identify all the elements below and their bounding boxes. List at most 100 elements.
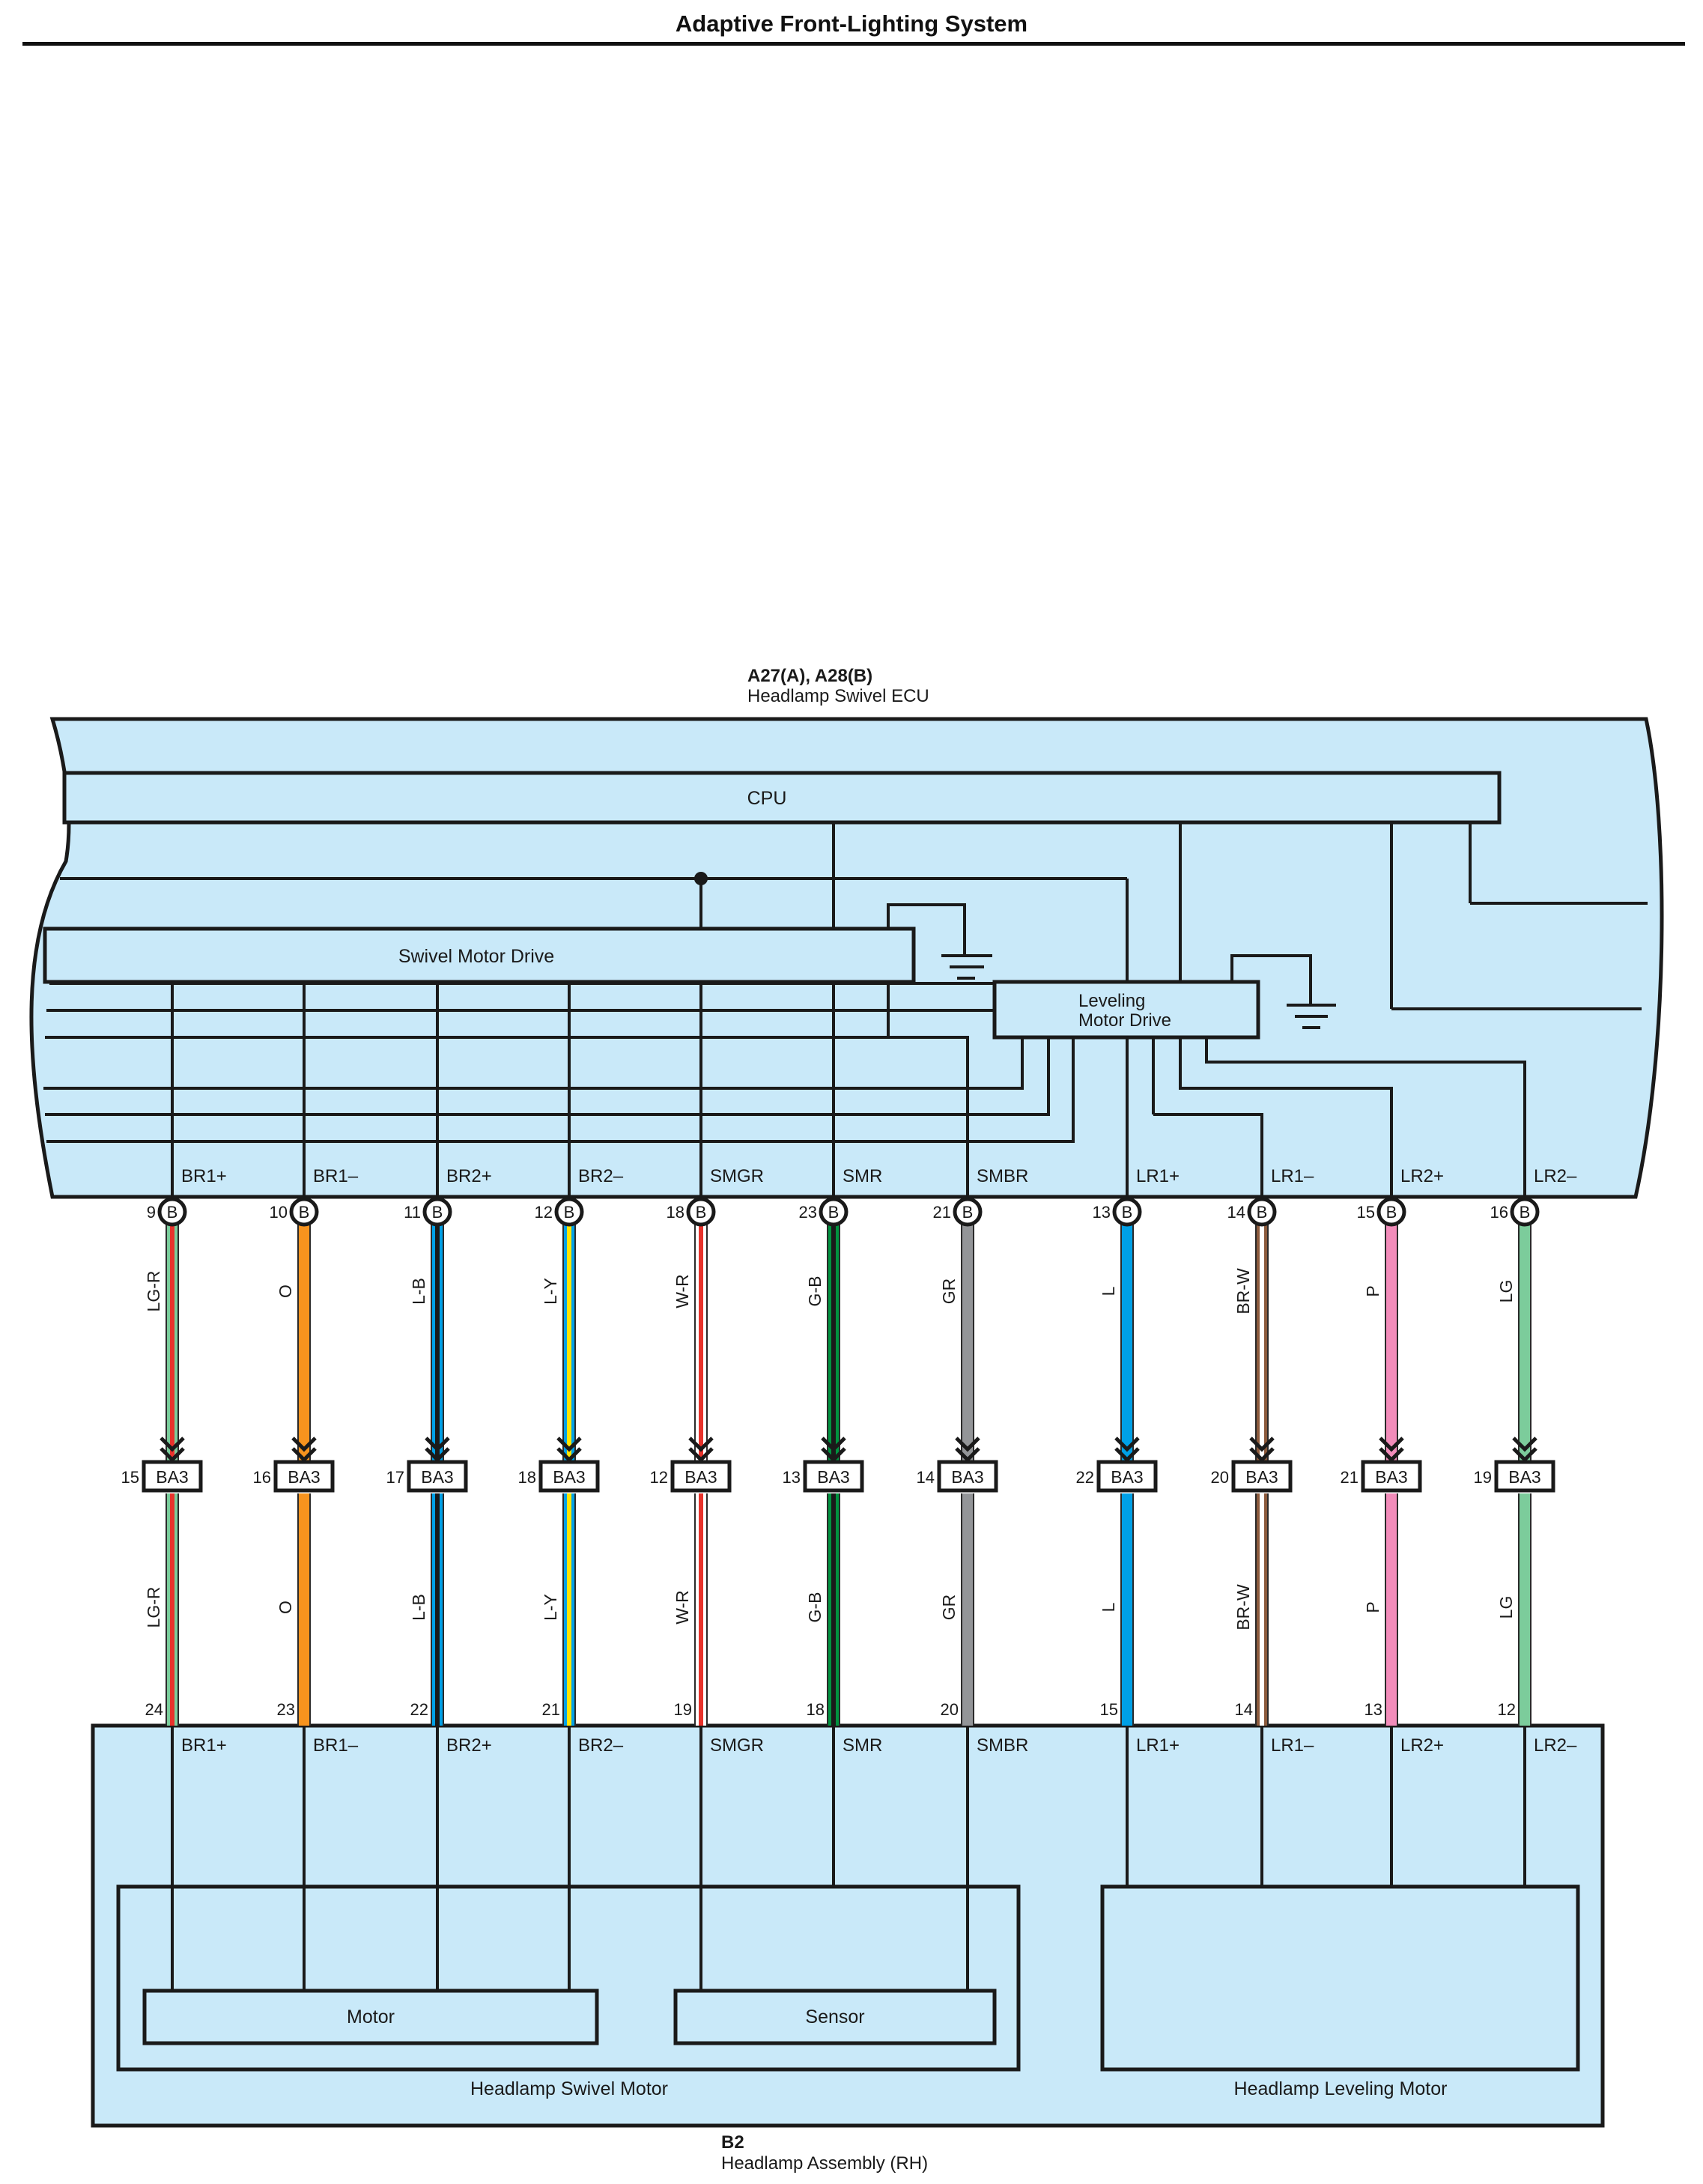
leveling-motor-drive-label-1: Leveling (1078, 991, 1145, 1011)
circuit-lr2-plus-wire-upper-color (1386, 1222, 1397, 1474)
circuit-br2-plus-wire-code-lower: L-B (409, 1594, 428, 1621)
cpu-block (62, 771, 1502, 825)
circuit-lr1-minus-ecu-pin-number: 14 (1227, 1203, 1245, 1222)
circuit-lr2-plus-ecu-pin-number: 15 (1357, 1203, 1375, 1222)
circuit-lr1-plus-junction-box (1096, 1460, 1158, 1493)
circuit-lr2-plus-junction-box (1361, 1460, 1422, 1493)
circuit-br1-plus-ecu-signal-label: BR1+ (181, 1166, 227, 1186)
circuit-br1-plus-ecu-pin-circle (157, 1197, 187, 1227)
circuit-br2-minus-wire-upper-stripe-color (567, 1222, 571, 1474)
circuit-br2-plus-ecu-pin-circle (422, 1197, 452, 1227)
headlamp-leveling-motor-label: Headlamp Leveling Motor (1234, 2078, 1448, 2099)
circuit-smr-wire-code-upper: G-B (805, 1276, 825, 1307)
headlamp-leveling-motor-box (1100, 1884, 1580, 2072)
circuit-br1-minus-ecu-pin-circle (289, 1197, 319, 1227)
circuit-br2-minus-assembly-signal-label: BR2– (578, 1735, 624, 1756)
circuit-smgr-ecu-pin-number: 18 (667, 1203, 684, 1222)
circuit-br1-minus-ecu-pin-number: 10 (270, 1203, 288, 1222)
circuit-br1-plus-wire-code-lower: LG-R (144, 1587, 163, 1628)
circuit-br1-minus-assembly-signal-label: BR1– (313, 1735, 359, 1756)
circuit-smbr-connector-chevron (955, 1437, 980, 1463)
circuit-lr2-minus-ecu-pin-tag: B (1520, 1203, 1531, 1222)
circuit-br1-minus-junction-box (273, 1460, 335, 1493)
circuit-lr2-minus-ecu-pin-number: 16 (1490, 1203, 1508, 1222)
circuit-lr2-minus-assembly-signal-label: LR2– (1534, 1735, 1577, 1756)
circuit-br1-plus-ecu-pin-number: 9 (147, 1203, 156, 1222)
circuit-lr2-minus-wire-code-lower: LG (1496, 1596, 1516, 1619)
circuit-lr2-minus-connector-chevron (1512, 1437, 1537, 1463)
circuit-smbr-junction-pin-number: 14 (917, 1468, 935, 1487)
circuit-br1-minus-assembly-pin-number: 23 (277, 1700, 295, 1719)
ecu-code: A27(A), A28(B) (747, 666, 872, 686)
circuit-smbr-wire-upper-color (962, 1222, 973, 1474)
circuit-lr1-minus-assembly-pin-number: 14 (1235, 1700, 1253, 1719)
circuit-smbr-ecu-signal-label: SMBR (977, 1166, 1028, 1186)
circuit-smbr-wire-code-upper: GR (939, 1278, 959, 1305)
circuit-lr2-minus-junction-tag: BA3 (1508, 1467, 1540, 1487)
headlamp-swivel-motor-label: Headlamp Swivel Motor (470, 2078, 668, 2099)
circuit-br2-plus-assembly-pin-number: 22 (410, 1700, 428, 1719)
circuit-lr1-minus-connector-chevron (1249, 1437, 1275, 1463)
circuit-lr1-plus-ecu-pin-tag: B (1122, 1203, 1133, 1222)
circuit-br1-plus-wire-lower-stripe-color (170, 1493, 174, 1726)
circuit-lr1-plus-assembly-pin-number: 15 (1100, 1700, 1118, 1719)
circuit-br2-plus-wire-lower-stripe-color (435, 1493, 440, 1726)
circuit-lr1-plus-wire-lower-color (1122, 1493, 1132, 1726)
circuit-smbr-junction-tag: BA3 (951, 1467, 983, 1487)
circuit-br2-plus-junction-box (407, 1460, 468, 1493)
circuit-lr1-plus-wire-code-lower: L (1099, 1602, 1118, 1612)
circuit-smgr-junction-box (670, 1460, 732, 1493)
circuit-br1-minus-ecu-pin-tag: B (299, 1203, 310, 1222)
circuit-lr2-minus-junction-box (1494, 1460, 1555, 1493)
circuit-lr1-plus-connector-chevron (1114, 1437, 1140, 1463)
circuit-lr2-plus-ecu-pin-tag: B (1386, 1203, 1397, 1222)
circuit-br2-plus-junction-pin-number: 17 (386, 1468, 404, 1487)
circuit-br1-minus-wire-code-lower: O (276, 1601, 295, 1614)
circuit-br2-minus-ecu-pin-number: 12 (535, 1203, 553, 1222)
circuit-br2-minus-ecu-pin-tag: B (564, 1203, 575, 1222)
assembly-name: Headlamp Assembly (RH) (721, 2153, 928, 2174)
circuit-lr1-minus-junction-pin-number: 20 (1211, 1468, 1229, 1487)
circuit-smgr-wire-code-upper: W-R (673, 1274, 692, 1308)
assembly-code: B2 (721, 2132, 744, 2153)
circuit-lr1-minus-wire-upper-stripe-color (1260, 1222, 1264, 1474)
ground-symbol-leveling (1287, 1004, 1336, 1029)
sensor-label: Sensor (805, 2006, 864, 2027)
circuit-smgr-ecu-pin-tag: B (696, 1203, 707, 1222)
circuit-smgr-connector-chevron (688, 1437, 714, 1463)
circuit-smr-junction-pin-number: 13 (783, 1468, 801, 1487)
swivel-motor-drive-block (43, 926, 916, 984)
circuit-smgr-wire-code-lower: W-R (673, 1590, 692, 1625)
leveling-motor-drive-block (992, 980, 1260, 1040)
circuit-br2-minus-wire-code-upper: L-Y (541, 1278, 560, 1305)
circuit-smr-assembly-pin-number: 18 (807, 1700, 825, 1719)
ecu-junction-dot (694, 872, 708, 885)
circuit-br2-plus-assembly-signal-label: BR2+ (446, 1735, 492, 1756)
ecu-name: Headlamp Swivel ECU (747, 686, 929, 706)
circuit-lr1-plus-junction-pin-number: 22 (1076, 1468, 1094, 1487)
circuit-lr2-plus-assembly-pin-number: 13 (1364, 1700, 1382, 1719)
circuit-lr1-plus-ecu-pin-circle (1112, 1197, 1142, 1227)
circuit-br1-plus-wire-code-upper: LG-R (144, 1271, 163, 1312)
circuit-lr2-plus-wire-code-upper: P (1363, 1285, 1382, 1296)
circuits-layer: B9BR1+BA315LG-RLG-R24BR1+B10BR1–BA316OO2… (121, 1166, 1578, 1756)
circuit-smgr-wire-upper-stripe-color (699, 1222, 703, 1474)
circuit-br1-minus-junction-pin-number: 16 (253, 1468, 271, 1487)
circuit-br2-minus-wire-code-lower: L-Y (541, 1594, 560, 1621)
circuit-br2-minus-junction-box (538, 1460, 600, 1493)
circuit-lr1-plus-wire-code-upper: L (1099, 1286, 1118, 1296)
circuit-lr2-minus-junction-pin-number: 19 (1474, 1468, 1492, 1487)
circuit-smr-ecu-pin-number: 23 (799, 1203, 817, 1222)
circuit-br1-minus-junction-tag: BA3 (288, 1467, 320, 1487)
sensor-block (673, 1989, 997, 2045)
circuit-br1-plus-junction-box (142, 1460, 203, 1493)
circuit-lr1-plus-ecu-pin-number: 13 (1093, 1203, 1111, 1222)
circuit-lr1-minus-wire-code-lower: BR-W (1233, 1584, 1253, 1631)
circuit-smbr-assembly-signal-label: SMBR (977, 1735, 1028, 1756)
circuit-lr1-minus-assembly-signal-label: LR1– (1271, 1735, 1314, 1756)
